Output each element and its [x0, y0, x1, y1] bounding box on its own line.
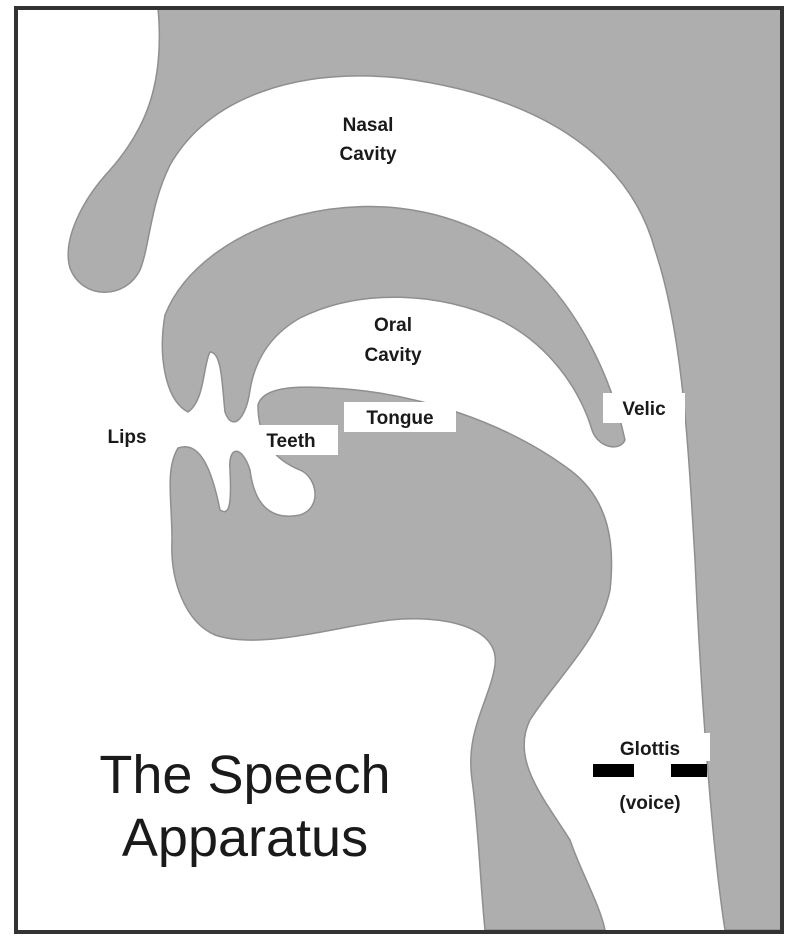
velic-label: Velic [622, 399, 666, 420]
glottis-label: Glottis [620, 739, 680, 760]
oral-cavity-label-line2: Cavity [364, 345, 421, 366]
tongue-label: Tongue [366, 408, 433, 429]
teeth-label: Teeth [266, 431, 315, 452]
oral-cavity-label-line1: Oral [374, 315, 412, 336]
title-line1: The Speech [99, 745, 390, 805]
lips-label: Lips [107, 427, 146, 448]
voice-label: (voice) [619, 793, 680, 814]
title-line2: Apparatus [122, 808, 368, 868]
glottis-bar-right [671, 764, 707, 777]
nasal-cavity-label-line1: Nasal [343, 115, 394, 136]
nasal-cavity-label-line2: Cavity [339, 144, 396, 165]
glottis-bar-left [593, 764, 634, 777]
